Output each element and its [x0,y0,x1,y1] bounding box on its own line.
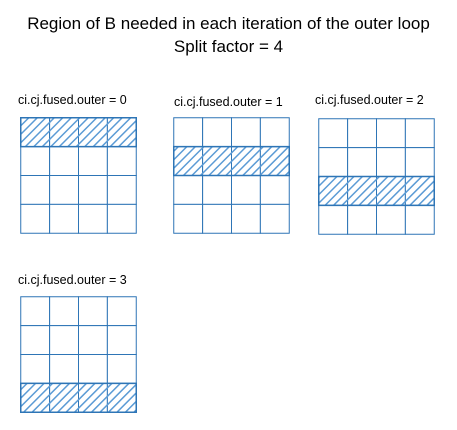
grid-cell [20,325,51,355]
grid-panel-0 [20,117,137,234]
grid-cell [106,296,137,327]
grid-cell [318,147,349,177]
grid-cell [259,175,290,205]
grid-cell [347,204,377,235]
hatched-row-region [20,382,137,413]
grid-cell [318,204,349,235]
grid-cell [78,175,108,205]
grid-cell [404,118,435,149]
grid-cell [173,203,204,234]
grid-cell [49,296,79,327]
grid-cell [202,175,232,205]
grid-cell [347,147,377,177]
grid-cell [49,175,79,205]
grid-cell [173,117,204,148]
grid-panel-2 [318,118,435,235]
hatched-row-region [173,145,290,177]
grid-panel-3 [20,296,137,413]
grid-cell [259,203,290,234]
grid-cell [404,204,435,235]
grid-panel-1 [173,117,290,234]
diagram-title: Region of B needed in each iteration of … [27,14,430,33]
grid-cell [318,118,349,149]
grid-cell [173,175,204,205]
grid-cell [49,354,79,384]
grid-cell [106,203,137,234]
grid-cell [202,117,232,148]
grid-cell [202,203,232,234]
grid-cell [78,296,108,327]
grid-cell [78,203,108,234]
grid-cell [376,118,406,149]
grid-cell [20,175,51,205]
grid-cell [78,146,108,176]
grid-cell [20,203,51,234]
panel-label-2: ci.cj.fused.outer = 2 [315,93,424,107]
grid-cell [49,146,79,176]
grid-cell [259,117,290,148]
panel-label-0: ci.cj.fused.outer = 0 [18,93,127,107]
diagram-subtitle: Split factor = 4 [173,37,284,56]
grid-cell [49,203,79,234]
hatched-row-region [318,175,435,207]
panel-label-3: ci.cj.fused.outer = 3 [18,273,127,287]
grid-cell [78,325,108,355]
grid-cell [231,117,261,148]
grid-cell [20,146,51,176]
grid-cell [231,203,261,234]
panel-label-1: ci.cj.fused.outer = 1 [174,95,283,109]
grid-cell [376,147,406,177]
grid-cell [106,325,137,355]
grid-cell [106,175,137,205]
grid-cell [106,354,137,384]
hatched-row-region [20,117,137,148]
grid-cell [347,118,377,149]
grid-cell [78,354,108,384]
grid-cell [376,204,406,235]
grid-cell [231,175,261,205]
grid-cell [106,146,137,176]
grid-cell [404,147,435,177]
grid-cell [20,354,51,384]
grid-cell [20,296,51,327]
grid-cell [49,325,79,355]
